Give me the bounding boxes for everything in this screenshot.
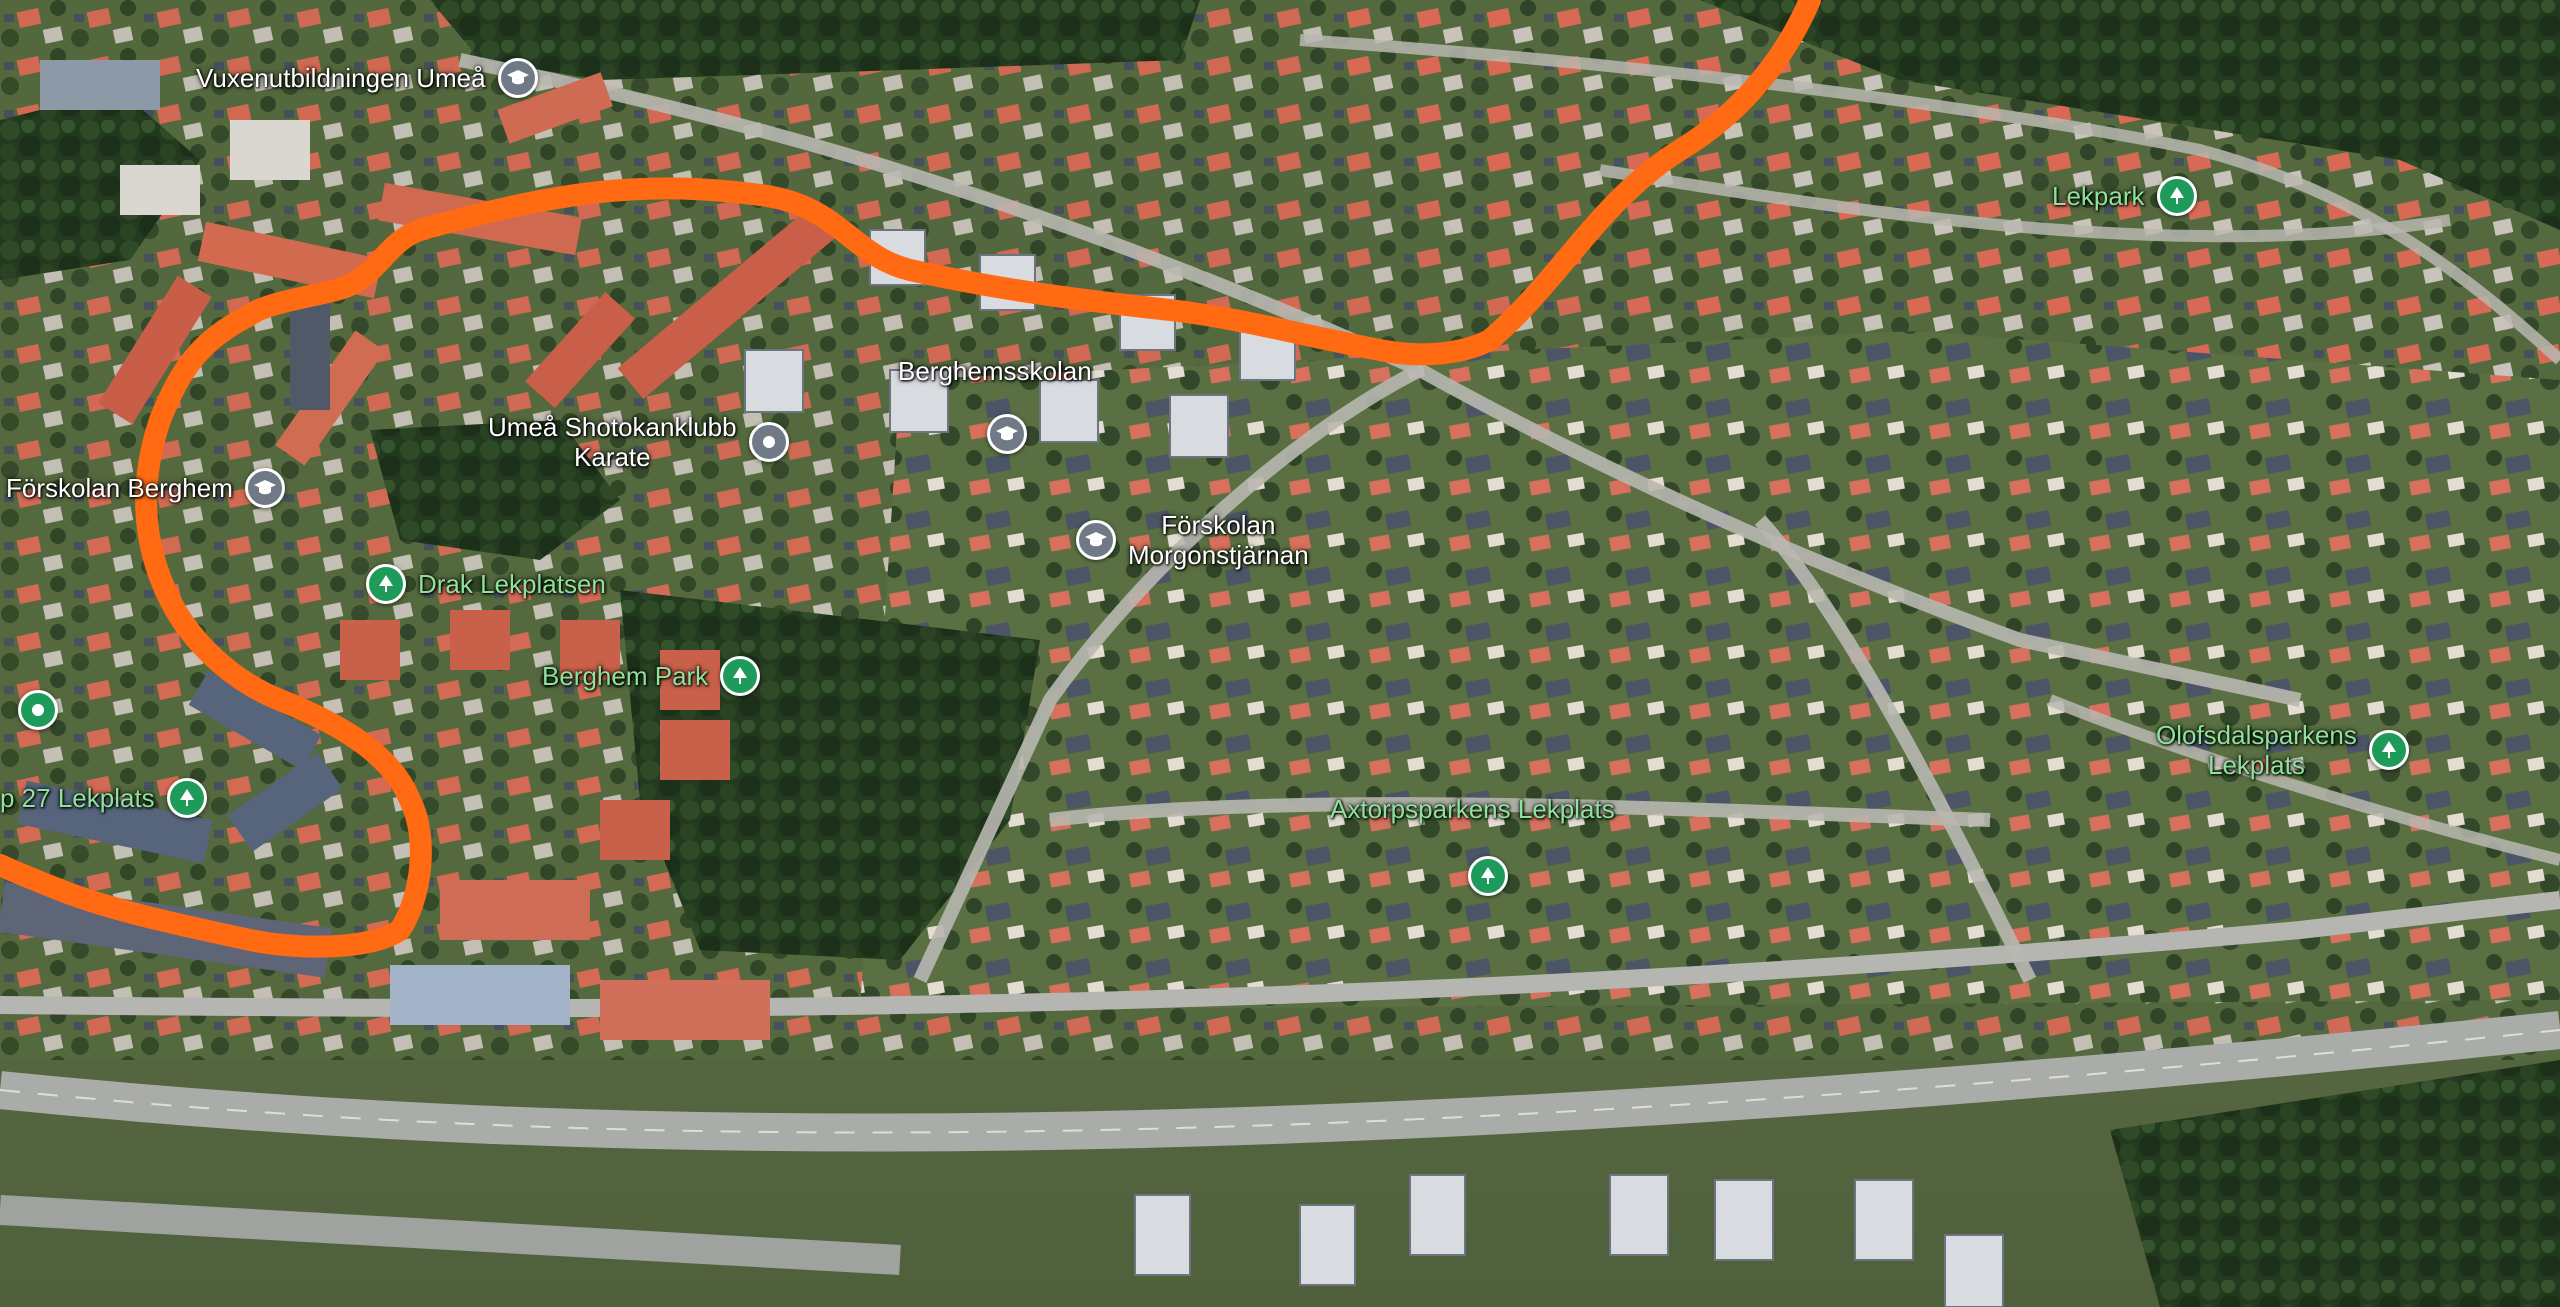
buildings-southwest [0,300,770,1040]
poi-lekpark[interactable]: Lekpark [2052,176,2197,216]
apartment-blocks-west [40,60,843,466]
poi-label: Vuxenutbildningen Umeå [196,63,486,93]
graduation-cap-icon[interactable] [497,58,538,98]
graduation-cap-icon[interactable] [987,414,1027,454]
poi-forskolan-berghem[interactable]: Förskolan Berghem [6,468,285,508]
poi-shotokan[interactable]: Umeå Shotokanklubb Karate [488,412,789,472]
poi-olofsdalsparkens[interactable]: Olofsdalsparkens Lekplats [2156,720,2409,780]
poi-label: Drak Lekplatsen [418,569,606,599]
tree-icon[interactable] [1468,856,1508,896]
residential-area-east [860,300,2560,1010]
poi-drak-lekplatsen[interactable]: Drak Lekplatsen [366,564,606,604]
road-south [0,891,2560,1018]
forest-west [0,90,200,280]
graduation-cap-icon[interactable] [1076,520,1116,560]
poi-label: p 27 Lekplats [0,783,155,813]
poi-vuxenutbildningen[interactable]: Vuxenutbildningen Umeå [196,58,538,98]
boundary-line [0,0,1821,958]
poi-label: Berghem Park [542,661,709,691]
poi-label: Olofsdalsparkens Lekplats [2156,720,2357,780]
map-pin-icon[interactable] [748,422,789,462]
forest-drak [370,420,620,560]
poi-label: Axtorpsparkens Lekplats [1330,794,1615,824]
poi-p27-lekplats[interactable]: p 27 Lekplats [0,778,207,818]
forest-northeast [1700,0,2560,230]
graduation-cap-icon[interactable] [244,468,285,508]
poi-forskolan-morgonstjarnan[interactable]: Förskolan Morgonstjärnan [1076,510,1309,570]
tree-icon[interactable] [166,778,207,818]
tree-icon[interactable] [366,564,406,604]
tree-icon[interactable] [2156,176,2197,216]
poi-label: Umeå Shotokanklubb Karate [488,412,737,472]
tree-icon[interactable] [720,656,761,696]
poi-label: Förskolan Morgonstjärnan [1128,510,1309,570]
poi-berghemsskolan[interactable]: Berghemsskolan [898,356,1092,386]
poi-axtorpsparkens[interactable]: Axtorpsparkens Lekplats [1330,794,1615,824]
road-southwest [0,1195,902,1275]
tree-icon[interactable] [2368,730,2409,770]
map-pin-icon[interactable] [18,690,58,730]
tower-blocks-south [1134,1174,2004,1307]
forest-north [430,0,1200,80]
poi-berghem-park[interactable]: Berghem Park [542,656,761,696]
poi-label: Lekpark [2052,181,2145,211]
forest-southeast [2110,1060,2560,1307]
poi-label: Berghemsskolan [898,356,1092,386]
poi-label: Förskolan Berghem [6,473,233,503]
